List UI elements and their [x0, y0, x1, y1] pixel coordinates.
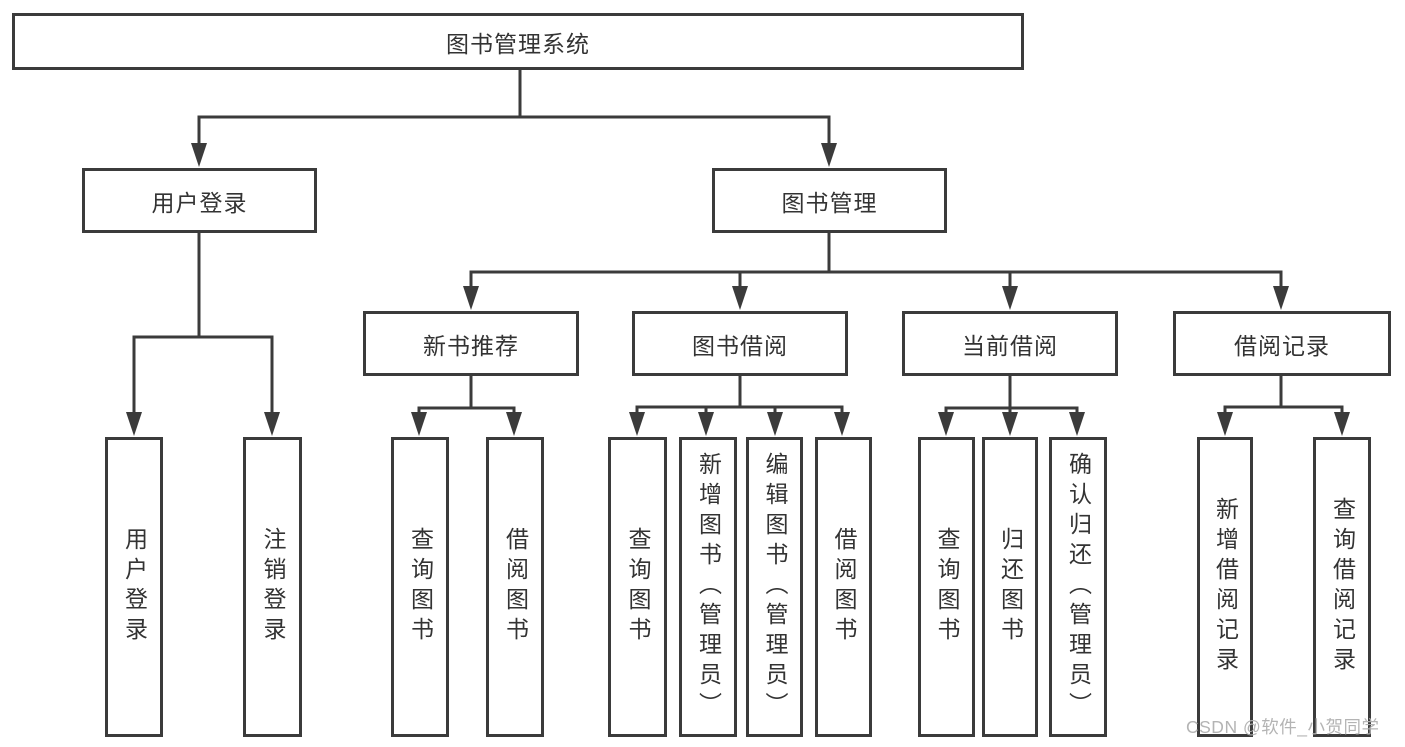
- node-root: 图书管理系统: [12, 13, 1024, 70]
- node-book-borrowing: 图书借阅: [632, 311, 848, 376]
- leaf-user-login: 用户登录: [105, 437, 163, 737]
- node-label: 当前借阅: [962, 332, 1058, 359]
- leaf-label: 查询图书: [934, 527, 960, 647]
- node-label: 图书管理: [781, 189, 878, 216]
- leaf-current-return-books: 归还图书: [982, 437, 1038, 737]
- connector-root-to-level2: [191, 69, 837, 167]
- leaf-label: 借阅图书: [502, 527, 529, 647]
- connector-borrow-to-leaves: [629, 374, 850, 436]
- leaf-borrow-add-books-admin: 新增图书（管理员）: [679, 437, 737, 737]
- node-book-management: 图书管理: [712, 168, 947, 233]
- leaf-records-query-record: 查询借阅记录: [1313, 437, 1371, 737]
- leaf-label: 用户登录: [121, 527, 148, 647]
- leaf-borrow-query-books: 查询图书: [608, 437, 667, 737]
- node-new-book-recommend: 新书推荐: [363, 311, 579, 376]
- leaf-label: 新增借阅记录: [1212, 497, 1239, 677]
- leaf-current-confirm-return-admin: 确认归还（管理员）: [1049, 437, 1107, 737]
- leaf-borrow-edit-books-admin: 编辑图书（管理员）: [746, 437, 803, 737]
- leaf-label: 查询借阅记录: [1329, 497, 1356, 677]
- node-label: 用户登录: [151, 189, 248, 216]
- connector-bookmgmt-to-level3: [463, 232, 1289, 310]
- leaf-label: 借阅图书: [831, 527, 857, 647]
- node-label: 新书推荐: [423, 332, 519, 359]
- node-borrowing-records: 借阅记录: [1173, 311, 1391, 376]
- leaf-label: 新增图书（管理员）: [695, 452, 722, 722]
- watermark: CSDN @软件_小贺同学: [1186, 717, 1380, 737]
- leaf-records-add-record: 新增借阅记录: [1197, 437, 1253, 737]
- leaf-label: 确认归还（管理员）: [1065, 452, 1092, 722]
- leaf-label: 归还图书: [997, 527, 1024, 647]
- leaf-label: 查询图书: [625, 527, 651, 647]
- leaf-borrow-borrow-books: 借阅图书: [815, 437, 872, 737]
- node-label: 图书管理系统: [446, 30, 590, 57]
- leaf-label: 注销登录: [260, 527, 286, 647]
- connector-current-to-leaves: [938, 374, 1085, 436]
- node-user-login: 用户登录: [82, 168, 317, 233]
- connector-userlogin-to-leaves: [126, 232, 280, 436]
- leaf-current-query-books: 查询图书: [918, 437, 975, 737]
- leaf-newbook-query-books: 查询图书: [391, 437, 449, 737]
- connector-records-to-leaves: [1217, 375, 1350, 436]
- leaf-logout: 注销登录: [243, 437, 302, 737]
- node-current-borrowing: 当前借阅: [902, 311, 1118, 376]
- node-label: 图书借阅: [692, 332, 788, 359]
- leaf-newbook-borrow-books: 借阅图书: [486, 437, 544, 737]
- leaf-label: 查询图书: [407, 527, 434, 647]
- leaf-label: 编辑图书（管理员）: [762, 452, 788, 722]
- node-label: 借阅记录: [1234, 332, 1330, 359]
- connector-newbook-to-leaves: [411, 375, 522, 436]
